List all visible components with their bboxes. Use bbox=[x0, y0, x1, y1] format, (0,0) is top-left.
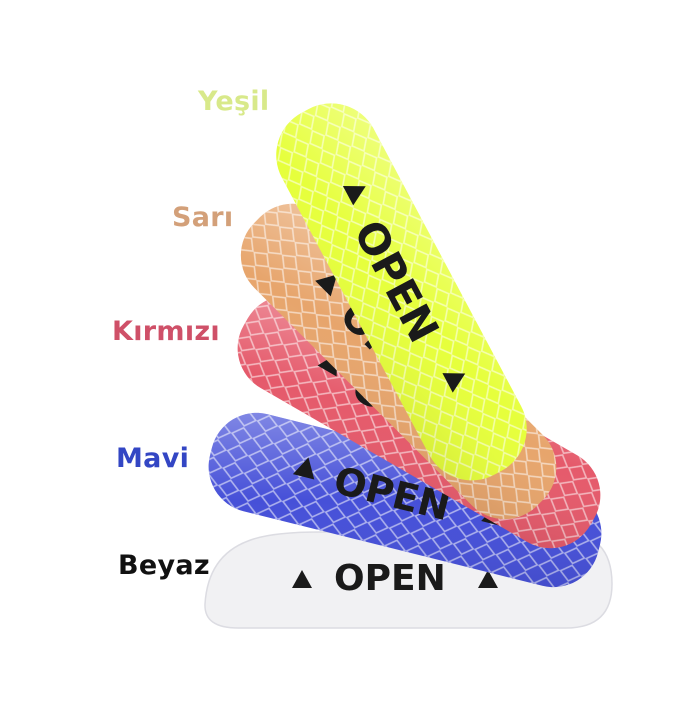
arrow-up-icon bbox=[342, 185, 366, 206]
arrow-up-icon bbox=[442, 373, 466, 393]
arrow-up-icon bbox=[292, 570, 312, 588]
arrow-up-icon bbox=[478, 570, 498, 588]
label-mavi: Mavi bbox=[116, 443, 190, 474]
sticker-text-white: OPEN bbox=[334, 558, 446, 599]
label-yesil: Yeşil bbox=[198, 86, 270, 117]
arrow-up-icon bbox=[315, 274, 338, 297]
label-sari: Sarı bbox=[172, 202, 234, 233]
blue-sticker: OPEN bbox=[208, 412, 602, 588]
arrow-up-icon bbox=[292, 457, 315, 480]
label-beyaz: Beyaz bbox=[118, 550, 210, 581]
label-kirmizi: Kırmızı bbox=[112, 316, 220, 347]
